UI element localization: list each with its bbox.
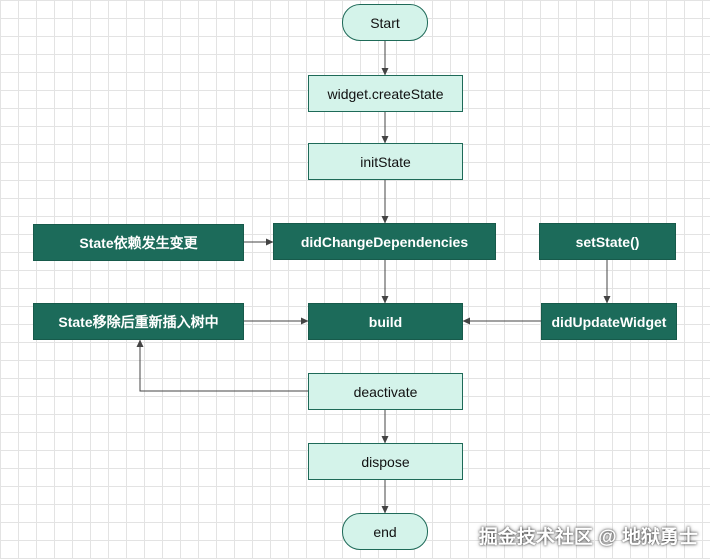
dispose-node: dispose bbox=[308, 443, 463, 480]
deactivate-node: deactivate bbox=[308, 373, 463, 410]
start-node: Start bbox=[342, 4, 428, 41]
create-state-node: widget.createState bbox=[308, 75, 463, 112]
did-update-widget-node: didUpdateWidget bbox=[541, 303, 677, 340]
watermark: 掘金技术社区 @ 地狱勇士 bbox=[478, 527, 698, 548]
end-node: end bbox=[342, 513, 428, 550]
build-node: build bbox=[308, 303, 463, 340]
edge-deactivate-to-state-reinserted bbox=[136, 339, 308, 392]
set-state-node: setState() bbox=[539, 223, 676, 260]
state-dependency-changed-node: State依赖发生变更 bbox=[33, 224, 244, 261]
init-state-node: initState bbox=[308, 143, 463, 180]
state-reinserted-node: State移除后重新插入树中 bbox=[33, 303, 244, 340]
did-change-dependencies-node: didChangeDependencies bbox=[273, 223, 496, 260]
